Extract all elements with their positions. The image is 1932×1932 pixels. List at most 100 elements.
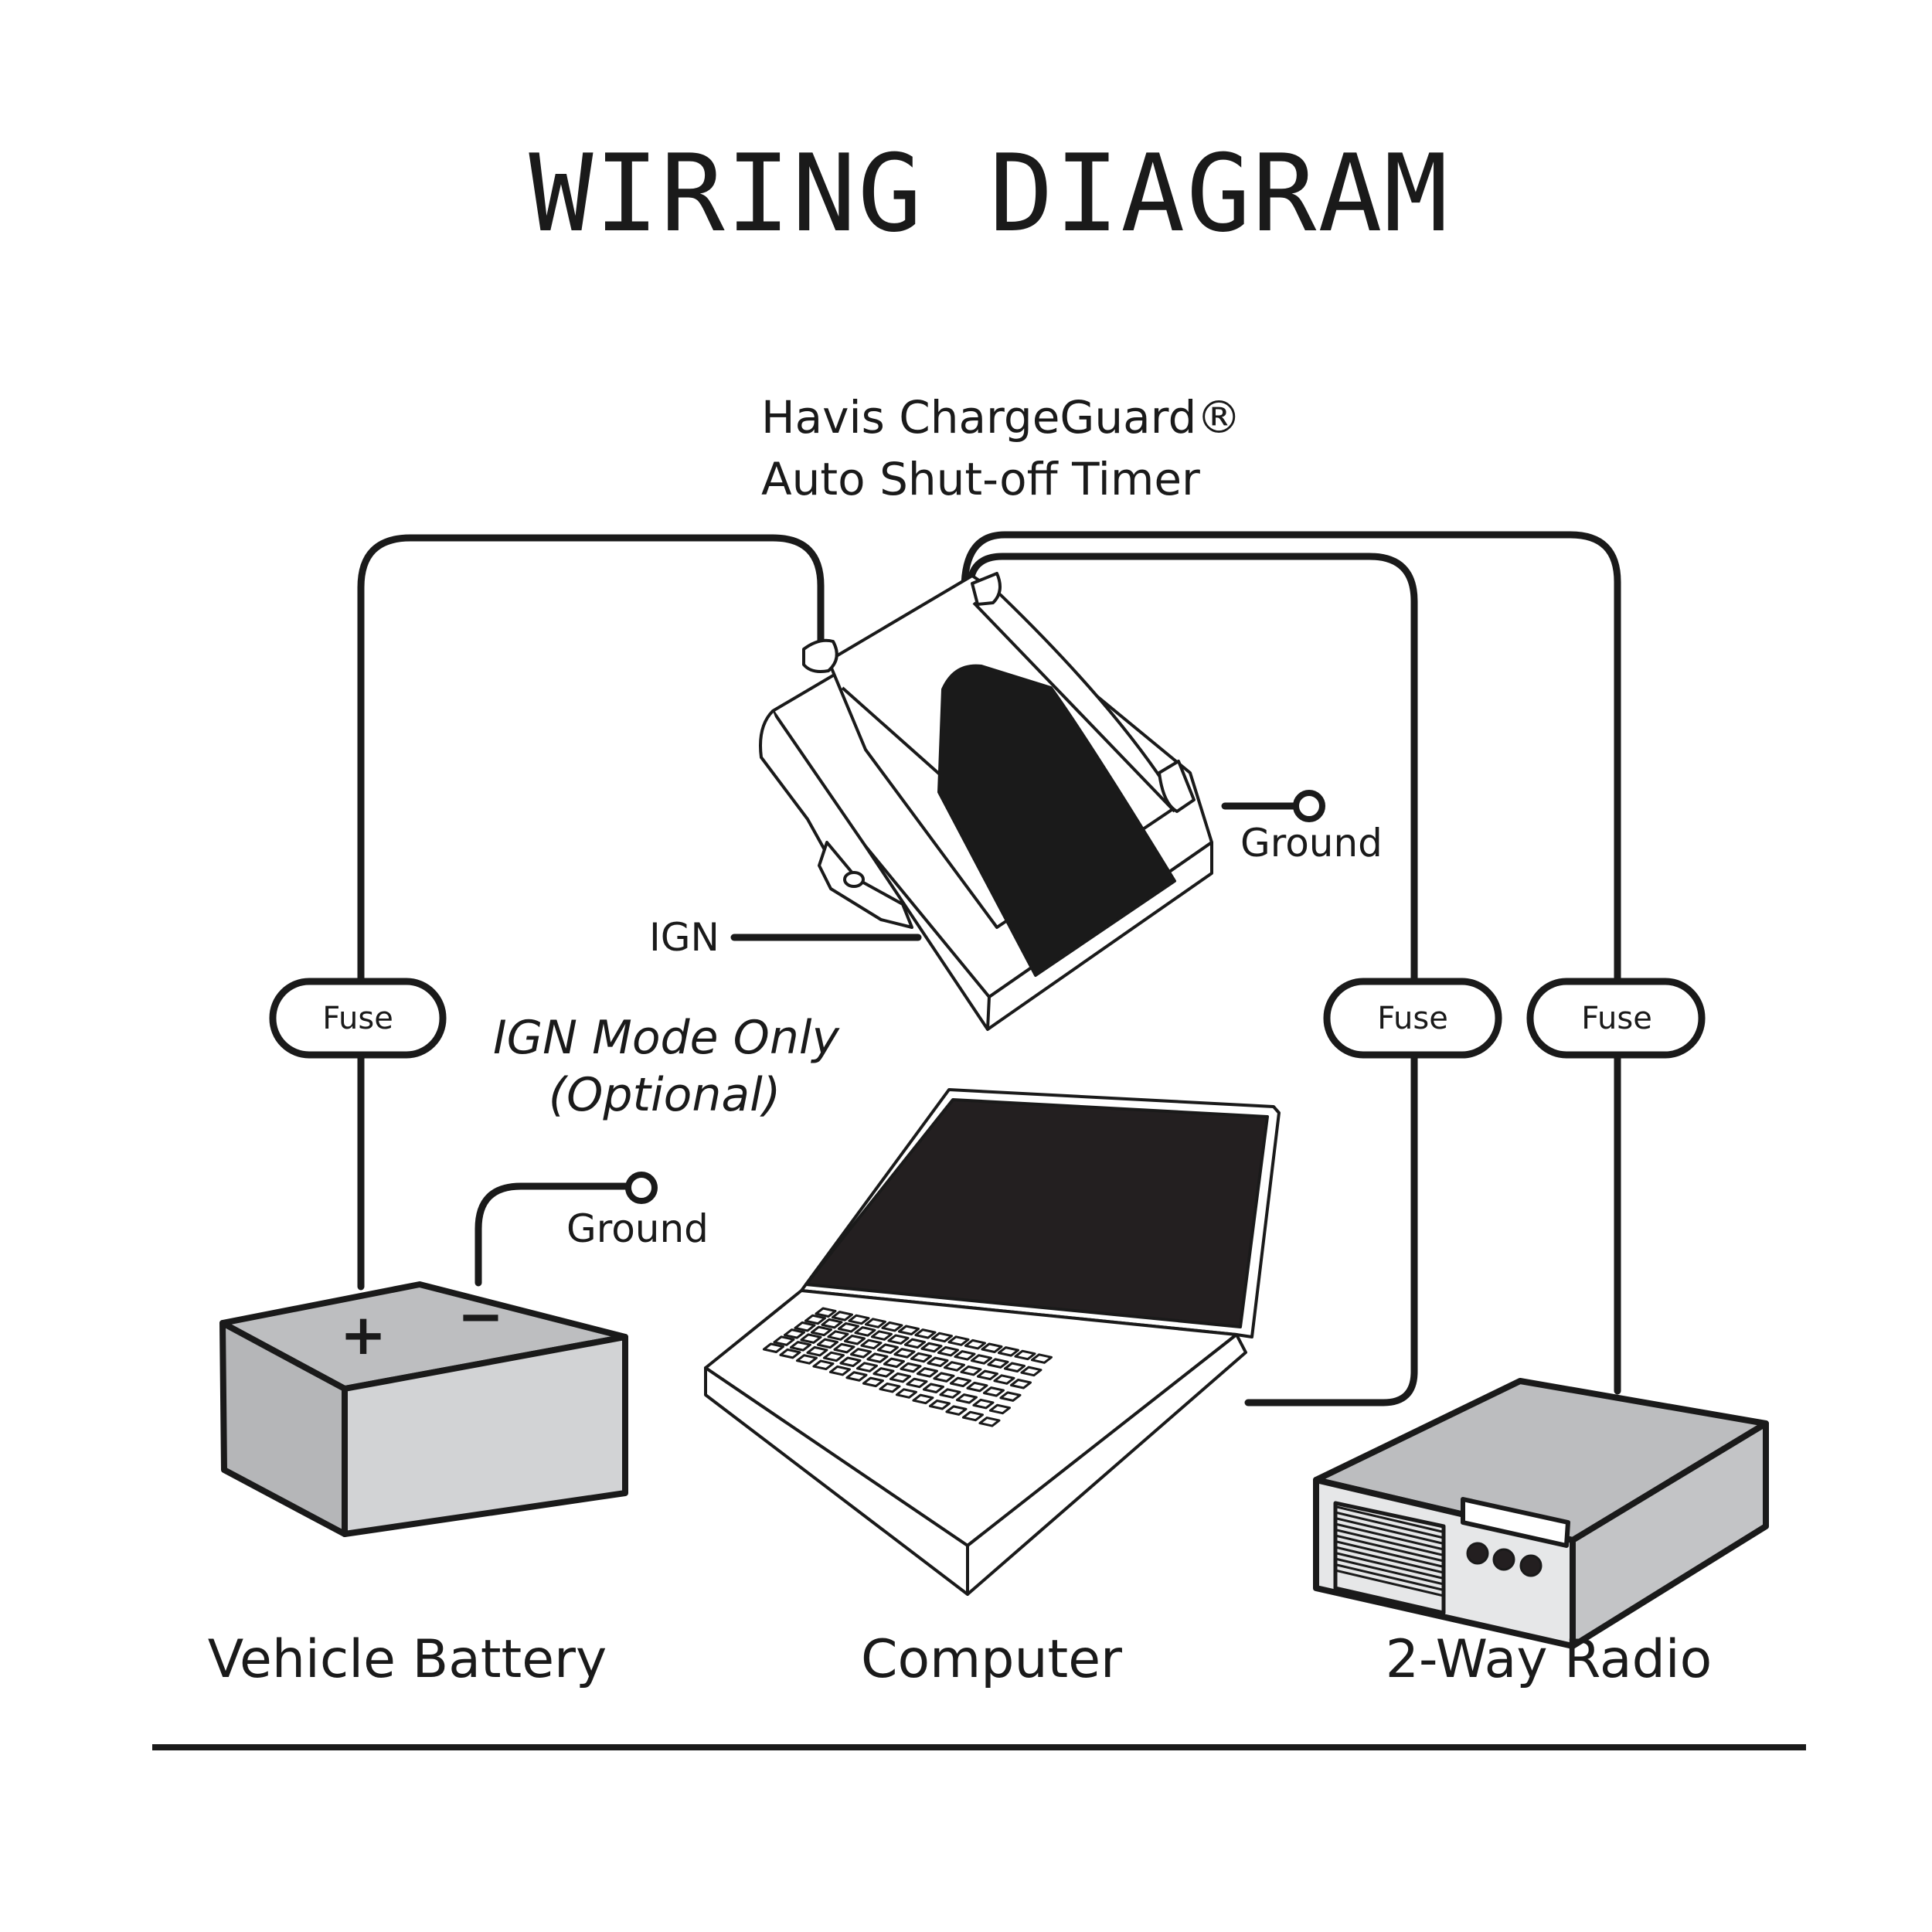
vehicle-battery-label: Vehicle Battery [208, 1629, 607, 1690]
keyboard-key [964, 1338, 986, 1350]
radio-knob-icon [1466, 1542, 1489, 1565]
keyboard-key [831, 1311, 853, 1321]
keyboard-key [988, 1403, 1011, 1415]
keyboard-key [912, 1393, 934, 1405]
device-ground-label: Ground [1240, 821, 1383, 866]
ign-mode-note-line2: (Optional) [549, 1068, 781, 1122]
ign-mode-note-line1: IGN Mode Only [493, 1011, 841, 1065]
device-ground-terminal-icon [1293, 790, 1325, 822]
negative-terminal: − [457, 1284, 504, 1349]
keyboard-key [949, 1376, 971, 1388]
keyboard-key [895, 1388, 917, 1399]
keyboard-key [903, 1338, 926, 1349]
grille-slot [1336, 1558, 1443, 1585]
grille-frame [1333, 1501, 1446, 1615]
keyboard-key [795, 1354, 818, 1365]
keyboard-key [916, 1367, 938, 1378]
keyboard-key [960, 1365, 982, 1376]
speaker-grille-icon [1333, 1501, 1446, 1615]
grille-slot [1336, 1546, 1443, 1573]
ign-label: IGN [649, 915, 719, 960]
radio-knob-icon [1519, 1554, 1543, 1577]
grille-slot [1336, 1523, 1443, 1550]
fuse-label: Fuse [1377, 1001, 1448, 1036]
keyboard-key [815, 1307, 837, 1318]
computer-label: Computer [861, 1629, 1122, 1690]
keyboard-key [762, 1342, 784, 1354]
keyboard-key [783, 1328, 805, 1339]
keyboard-key [804, 1314, 826, 1325]
grille-slot [1336, 1540, 1443, 1568]
keyboard-key [872, 1367, 895, 1378]
grille-slot [1336, 1552, 1443, 1580]
grille-slot [1336, 1570, 1443, 1597]
keyboard-key [854, 1326, 876, 1337]
keyboard-key [927, 1356, 949, 1368]
keyboard-key [928, 1400, 951, 1410]
keyboard-key [870, 1330, 893, 1341]
fuse-label: Fuse [322, 1001, 393, 1036]
wire-battery-ground [474, 1182, 632, 1287]
grille-slot [1336, 1512, 1443, 1539]
keyboard-key [779, 1348, 801, 1359]
keyboard-key [937, 1345, 959, 1357]
keyboard-key [816, 1338, 838, 1349]
device-name-line2: Auto Shut-off Timer [761, 453, 1200, 505]
grille-slot [1336, 1535, 1443, 1562]
keyboard-key [1020, 1366, 1043, 1377]
keyboard-key [933, 1372, 955, 1383]
keyboard-key [845, 1371, 868, 1382]
keyboard-key [961, 1410, 984, 1422]
keyboard-key [843, 1335, 866, 1345]
keyboard-key [987, 1358, 1009, 1369]
keyboard-key [997, 1346, 1019, 1357]
keyboard-key [860, 1338, 883, 1350]
keyboard-key [922, 1383, 944, 1394]
wire-battery-positive [357, 534, 825, 1291]
keyboard-key [806, 1345, 828, 1357]
grille-slot [1336, 1563, 1443, 1591]
positive-terminal: + [340, 1302, 386, 1367]
keyboard-key [1030, 1353, 1053, 1364]
keyboard-key [889, 1372, 911, 1383]
keyboard-key [893, 1348, 916, 1359]
fuse-computer: Fuse [1323, 978, 1502, 1059]
keyboard-key [972, 1398, 995, 1410]
keyboard-key [848, 1314, 870, 1325]
keyboard-key [837, 1322, 859, 1333]
keyboard-key [943, 1361, 965, 1372]
keyboard-key [966, 1381, 988, 1393]
keyboard-key [897, 1325, 920, 1336]
keyboard-key [839, 1356, 862, 1368]
keyboard-key [879, 1382, 901, 1393]
keyboard-key [981, 1342, 1003, 1354]
keyboard-key [939, 1388, 961, 1399]
keyboard-key [855, 1362, 878, 1372]
grille-slot [1336, 1517, 1443, 1545]
wires [357, 531, 1621, 1406]
keyboard-key [828, 1365, 851, 1376]
keyboard-key [822, 1351, 845, 1362]
keyboard-icon [762, 1307, 1053, 1427]
keyboard-key [833, 1342, 855, 1354]
keyboard-key [810, 1325, 832, 1337]
keyboard-key [887, 1334, 910, 1345]
keyboard-key [800, 1333, 822, 1344]
keyboard-key [970, 1354, 992, 1365]
keyboard-key [910, 1352, 932, 1363]
keyboard-key [812, 1359, 835, 1371]
keyboard-key [862, 1376, 884, 1388]
keyboard-key [849, 1348, 872, 1359]
fuse-radio: Fuse [1526, 978, 1706, 1059]
keyboard-key [1003, 1362, 1026, 1373]
battery-ground-label: Ground [566, 1206, 709, 1251]
vehicle-battery-icon: + − [219, 1281, 628, 1537]
keyboard-key [827, 1330, 849, 1341]
wire-computer [966, 553, 1418, 1406]
keyboard-key [1014, 1349, 1036, 1361]
diagram-title: WIRING DIAGRAM [529, 131, 1449, 256]
keyboard-key [920, 1342, 943, 1353]
keyboard-key [900, 1362, 922, 1373]
fuse-battery: Fuse [269, 978, 447, 1059]
